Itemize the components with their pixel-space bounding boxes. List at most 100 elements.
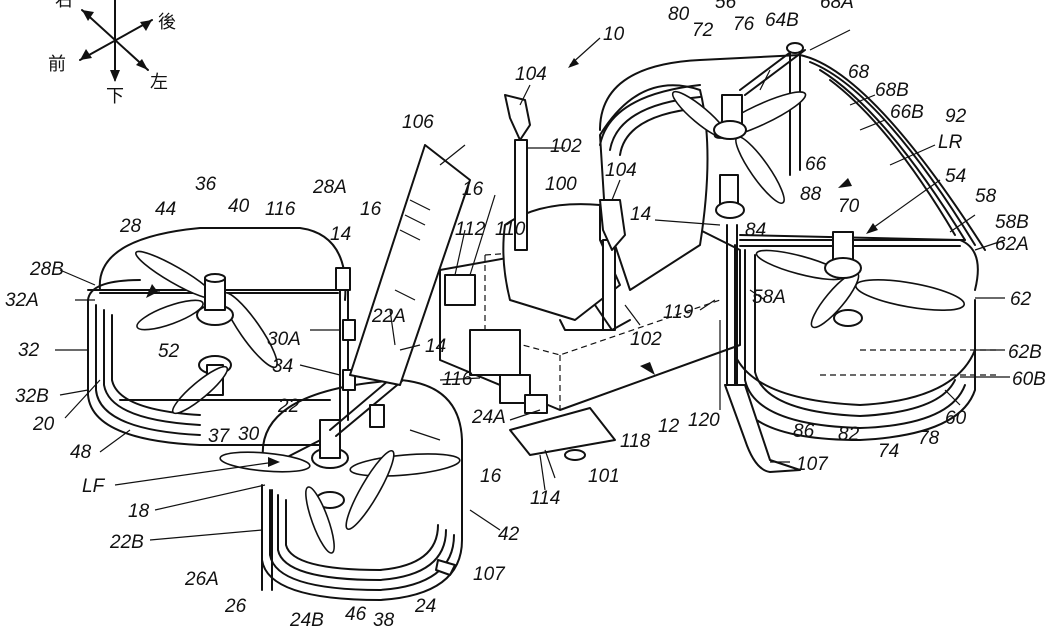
label-106: 106 bbox=[402, 112, 434, 133]
label-28A: 28A bbox=[312, 177, 347, 198]
label-46: 46 bbox=[345, 604, 367, 625]
label-88: 88 bbox=[800, 184, 822, 205]
label-104a: 104 bbox=[515, 64, 547, 85]
label-36: 36 bbox=[195, 174, 217, 195]
label-110: 110 bbox=[495, 219, 526, 240]
label-40: 40 bbox=[228, 196, 250, 217]
label-24: 24 bbox=[414, 596, 436, 617]
label-60: 60 bbox=[945, 408, 967, 429]
label-68: 68 bbox=[848, 62, 870, 83]
label-58B: 58B bbox=[995, 212, 1029, 233]
label-14b: 14 bbox=[425, 336, 446, 357]
label-114: 114 bbox=[530, 488, 560, 509]
label-52: 52 bbox=[158, 341, 180, 362]
compass-left: 左 bbox=[150, 72, 168, 93]
right-rear-rotor bbox=[671, 90, 807, 219]
label-84: 84 bbox=[745, 220, 766, 241]
label-80: 80 bbox=[668, 4, 690, 25]
right-front-rotor bbox=[755, 231, 1000, 376]
rear-post bbox=[504, 94, 531, 251]
right-rear-duct bbox=[599, 42, 986, 251]
label-44: 44 bbox=[155, 199, 176, 220]
label-14a: 14 bbox=[630, 204, 651, 225]
label-LR: LR bbox=[938, 132, 963, 153]
label-116b: 116 bbox=[265, 199, 296, 220]
compass-back: 後 bbox=[158, 12, 176, 33]
label-18: 18 bbox=[128, 501, 150, 522]
label-56: 56 bbox=[715, 0, 737, 13]
label-20: 20 bbox=[32, 414, 55, 435]
label-119: 119 bbox=[663, 302, 694, 323]
label-107b: 107 bbox=[473, 564, 506, 585]
left-front-duct bbox=[261, 379, 463, 601]
label-101: 101 bbox=[588, 466, 620, 487]
label-107a: 107 bbox=[796, 454, 829, 475]
left-rear-upper-rotor bbox=[135, 250, 278, 369]
label-58A: 58A bbox=[752, 287, 786, 308]
label-16c: 16 bbox=[360, 199, 382, 220]
rear-skid bbox=[435, 559, 456, 576]
label-118: 118 bbox=[620, 431, 651, 452]
label-16a: 16 bbox=[462, 179, 484, 200]
front-post bbox=[594, 199, 631, 331]
label-60B: 60B bbox=[1012, 369, 1046, 390]
label-86: 86 bbox=[793, 421, 815, 442]
label-102b: 102 bbox=[630, 329, 662, 350]
reference-labels: 10 56 80 72 76 64B 68A 68 68B 66B 92 LR … bbox=[5, 0, 1046, 626]
label-120: 120 bbox=[688, 410, 720, 431]
label-LF: LF bbox=[82, 476, 106, 497]
label-28B: 28B bbox=[29, 259, 64, 280]
label-42: 42 bbox=[498, 524, 520, 545]
label-64B: 64B bbox=[765, 10, 799, 31]
compass-right: 右 bbox=[55, 0, 73, 11]
label-24A: 24A bbox=[471, 407, 506, 428]
label-32: 32 bbox=[18, 340, 40, 361]
label-28: 28 bbox=[119, 216, 142, 237]
label-58: 58 bbox=[975, 186, 997, 207]
label-48: 48 bbox=[70, 442, 92, 463]
label-22A: 22A bbox=[371, 306, 406, 327]
label-24B: 24B bbox=[289, 610, 324, 626]
label-62A: 62A bbox=[995, 234, 1029, 255]
step-pad bbox=[509, 407, 616, 461]
label-66B: 66B bbox=[890, 102, 924, 123]
label-14c: 14 bbox=[330, 224, 351, 245]
label-82: 82 bbox=[838, 424, 860, 445]
label-10: 10 bbox=[603, 24, 625, 45]
label-78: 78 bbox=[918, 428, 940, 449]
label-12: 12 bbox=[658, 416, 680, 437]
label-100: 100 bbox=[545, 174, 577, 195]
label-68B: 68B bbox=[875, 80, 909, 101]
label-62B: 62B bbox=[1008, 342, 1042, 363]
label-16b: 16 bbox=[480, 466, 502, 487]
label-54: 54 bbox=[945, 166, 966, 187]
label-30A: 30A bbox=[267, 329, 301, 350]
label-22: 22 bbox=[277, 396, 300, 417]
label-34: 34 bbox=[272, 356, 293, 377]
label-76: 76 bbox=[733, 14, 755, 35]
left-rear-duct bbox=[87, 227, 347, 446]
label-66: 66 bbox=[805, 154, 827, 175]
label-37: 37 bbox=[208, 426, 231, 447]
label-26A: 26A bbox=[184, 569, 219, 590]
label-32B: 32B bbox=[15, 386, 49, 407]
label-32A: 32A bbox=[5, 290, 39, 311]
direction-compass: 右 後 前 左 下 bbox=[48, 0, 176, 107]
label-104b: 104 bbox=[605, 160, 637, 181]
label-62: 62 bbox=[1010, 289, 1032, 310]
label-102a: 102 bbox=[550, 136, 582, 157]
label-116a: 116 bbox=[442, 369, 473, 390]
label-70: 70 bbox=[838, 196, 860, 217]
label-30: 30 bbox=[238, 424, 260, 445]
label-22B: 22B bbox=[109, 532, 144, 553]
label-112: 112 bbox=[455, 219, 486, 240]
leader-lines bbox=[55, 29, 1010, 541]
solar-panel bbox=[349, 144, 471, 386]
label-72: 72 bbox=[692, 20, 714, 41]
compass-front: 前 bbox=[48, 54, 66, 75]
label-92: 92 bbox=[945, 106, 967, 127]
label-26: 26 bbox=[224, 596, 247, 617]
label-74: 74 bbox=[878, 441, 899, 462]
left-rear-lower-rotor bbox=[119, 355, 331, 415]
